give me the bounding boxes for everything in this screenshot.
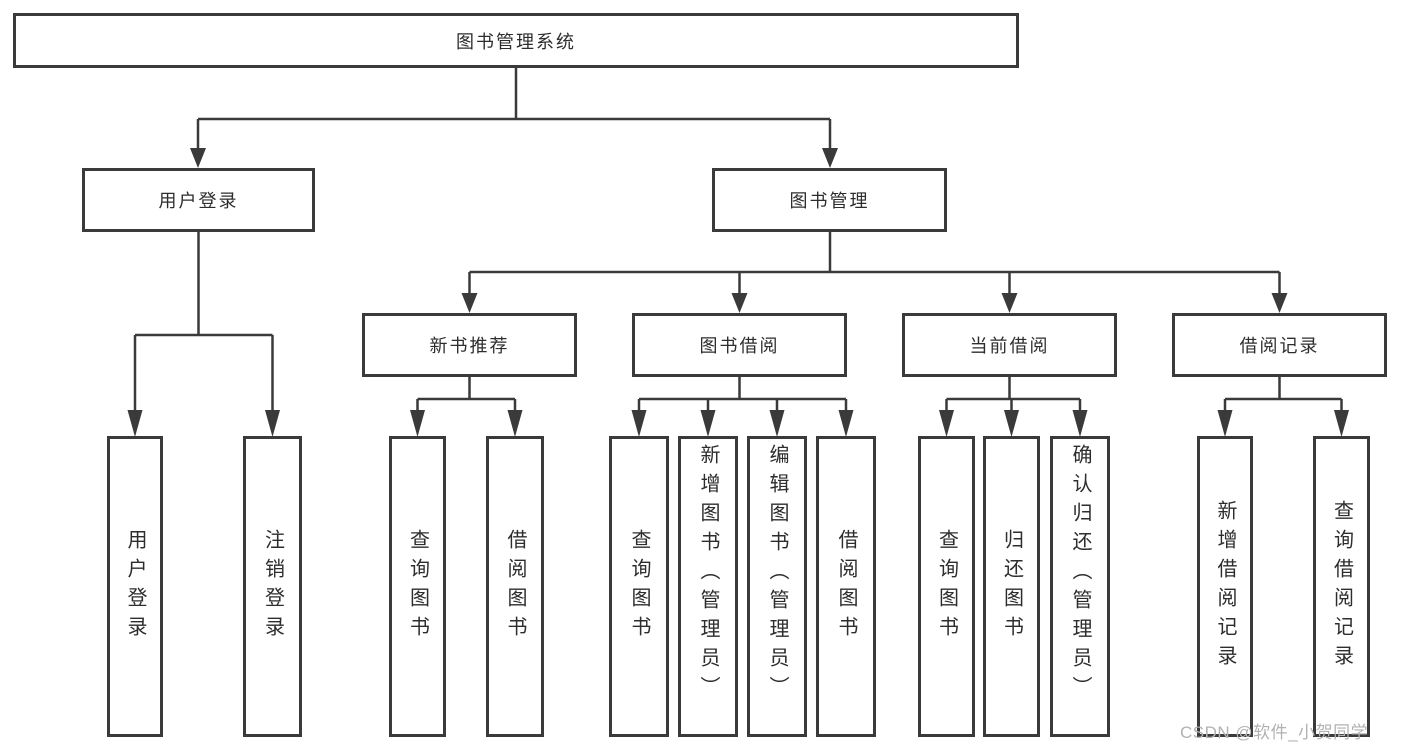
csdn-watermark: CSDN @软件_小贺同学 <box>1180 723 1369 742</box>
node-root: 图书管理系统 <box>13 13 1019 68</box>
node-new-book-recommend-label: 新书推荐 <box>429 336 510 356</box>
arrowhead-down-icon <box>265 410 280 437</box>
arrowhead-down-icon <box>507 410 523 437</box>
arrowhead-down-icon <box>1072 410 1088 437</box>
leaf-bb-query-books-label: 查询图书 <box>628 528 650 645</box>
leaf-rec-borrow-books: 借阅图书 <box>486 436 544 737</box>
arrowhead-down-icon <box>410 410 425 437</box>
node-root-label: 图书管理系统 <box>456 31 576 52</box>
node-book-management-label: 图书管理 <box>789 191 870 211</box>
leaf-bb-edit-books-admin: 编辑图书（管理员） <box>747 436 807 737</box>
arrowhead-down-icon <box>769 410 785 437</box>
node-current-borrow-label: 当前借阅 <box>969 336 1050 356</box>
arrowhead-down-icon <box>822 148 838 168</box>
leaf-user-login-label: 用户登录 <box>124 528 146 645</box>
leaf-bb-borrow-books-label: 借阅图书 <box>835 528 857 645</box>
arrowhead-down-icon <box>631 410 647 437</box>
leaf-cb-confirm-return-admin-label: 确认归还（管理员） <box>1069 444 1091 705</box>
node-new-book-recommend: 新书推荐 <box>362 313 577 377</box>
arrowhead-down-icon <box>838 410 854 437</box>
leaf-bb-borrow-books: 借阅图书 <box>816 436 876 737</box>
leaf-br-query-record-label: 查询借阅记录 <box>1330 499 1353 674</box>
leaf-br-add-record: 新增借阅记录 <box>1197 436 1253 737</box>
leaf-bb-query-books: 查询图书 <box>609 436 669 737</box>
arrowhead-down-icon <box>127 410 143 437</box>
arrowhead-down-icon <box>731 293 748 313</box>
arrowhead-down-icon <box>700 410 716 437</box>
node-borrow-records-label: 借阅记录 <box>1239 336 1320 356</box>
node-book-borrow: 图书借阅 <box>632 313 847 377</box>
arrowhead-down-icon <box>939 410 954 437</box>
arrowhead-down-icon <box>1001 293 1018 313</box>
leaf-cb-confirm-return-admin: 确认归还（管理员） <box>1050 436 1110 737</box>
arrowhead-down-icon <box>1271 293 1288 313</box>
arrowhead-down-icon <box>1004 410 1019 437</box>
leaf-bb-add-books-admin-label: 新增图书（管理员） <box>697 444 719 705</box>
leaf-logout: 注销登录 <box>243 436 302 737</box>
node-current-borrow: 当前借阅 <box>902 313 1117 377</box>
leaf-bb-edit-books-admin-label: 编辑图书（管理员） <box>766 444 788 705</box>
leaf-cb-query-books: 查询图书 <box>918 436 975 737</box>
leaf-cb-return-books: 归还图书 <box>983 436 1040 737</box>
node-user-login: 用户登录 <box>82 168 315 232</box>
leaf-bb-add-books-admin: 新增图书（管理员） <box>678 436 738 737</box>
leaf-user-login: 用户登录 <box>107 436 163 737</box>
arrowhead-down-icon <box>461 293 478 313</box>
node-borrow-records: 借阅记录 <box>1172 313 1387 377</box>
leaf-cb-query-books-label: 查询图书 <box>935 528 958 645</box>
node-book-management: 图书管理 <box>712 168 947 232</box>
leaf-logout-label: 注销登录 <box>261 528 284 645</box>
arrowhead-down-icon <box>1217 410 1233 437</box>
node-book-borrow-label: 图书借阅 <box>699 336 780 356</box>
leaf-rec-borrow-books-label: 借阅图书 <box>504 528 526 645</box>
arrowhead-down-icon <box>190 148 206 168</box>
leaf-cb-return-books-label: 归还图书 <box>1000 528 1023 645</box>
leaf-br-query-record: 查询借阅记录 <box>1313 436 1370 737</box>
node-user-login-label: 用户登录 <box>158 191 239 211</box>
leaf-rec-query-books: 查询图书 <box>389 436 446 737</box>
arrowhead-down-icon <box>1334 410 1349 437</box>
leaf-rec-query-books-label: 查询图书 <box>406 528 429 645</box>
leaf-br-add-record-label: 新增借阅记录 <box>1214 499 1236 674</box>
